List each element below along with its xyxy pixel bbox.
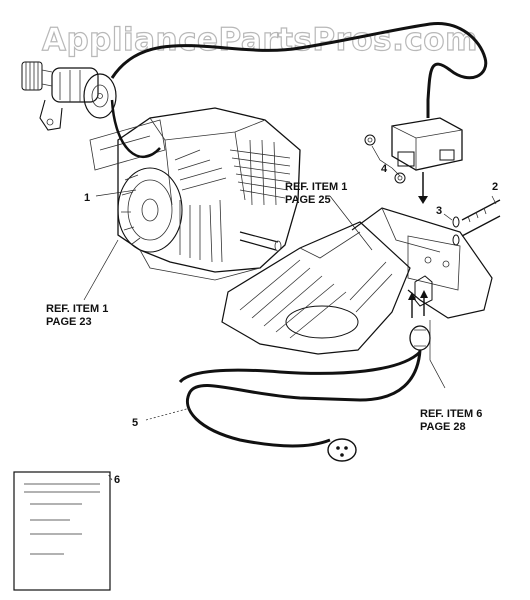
owners-manual-illustration (13, 471, 111, 591)
starter-motor-illustration (21, 61, 117, 131)
ref-item6-page28-label: REF. ITEM 6 (420, 408, 482, 420)
mounting-panel-illustration (351, 199, 501, 351)
callout-leaders (83, 145, 497, 481)
callout-item-2: 2 (492, 181, 498, 193)
callout-item-5: 5 (132, 417, 138, 429)
deck-plate-illustration (221, 221, 411, 355)
callout-item-6: 6 (114, 474, 120, 486)
ref-page23-label: PAGE 23 (46, 316, 92, 328)
switch-box-illustration (364, 117, 463, 204)
ref-item1-page23-label: REF. ITEM 1 (46, 303, 108, 315)
callout-item-4: 4 (381, 163, 388, 175)
callout-item-1: 1 (84, 192, 90, 204)
ref-page25-label: PAGE 25 (285, 194, 331, 206)
extension-cord (178, 349, 422, 462)
callout-item-3: 3 (436, 205, 442, 217)
ref-item1-page25-label: REF. ITEM 1 (285, 181, 347, 193)
power-cord (110, 22, 488, 159)
ref-page28-label: PAGE 28 (420, 421, 466, 433)
engine-illustration (89, 107, 301, 281)
